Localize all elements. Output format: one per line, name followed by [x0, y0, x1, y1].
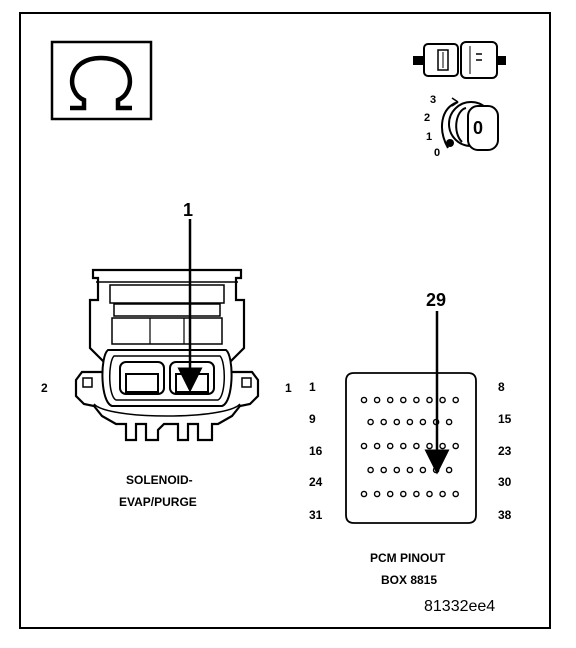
- pcm-pin: [367, 466, 374, 474]
- pcm-pin: [386, 396, 394, 404]
- pcm-pin: [393, 418, 401, 426]
- pcm-pin: [413, 396, 420, 404]
- pcm-pin: [393, 466, 401, 474]
- pcm-pin: [439, 442, 446, 450]
- pcm-row-end-label: 38: [498, 508, 512, 522]
- pcm-pin: [399, 442, 407, 450]
- solenoid-pin-1-label: 1: [285, 381, 292, 395]
- pcm-pin: [419, 466, 427, 474]
- solenoid-title-line1: SOLENOID-: [126, 473, 193, 487]
- pcm-row-start-label: 9: [309, 412, 316, 426]
- ignition-position-2: 2: [424, 112, 431, 124]
- ignition-position-3: 3: [430, 94, 437, 106]
- pcm-row-start-label: 16: [309, 444, 323, 458]
- solenoid-title-line2: EVAP/PURGE: [119, 495, 197, 509]
- pcm-pin: [373, 442, 381, 450]
- pcm-pin: [426, 396, 433, 404]
- pcm-pin: [360, 396, 368, 404]
- pcm-pin: [432, 466, 440, 474]
- pcm-pin: [439, 490, 446, 498]
- pcm-pin: [426, 442, 433, 450]
- pcm-pin: [452, 442, 460, 450]
- pcm-pin: [380, 418, 388, 426]
- solenoid-pin-2-label: 2: [41, 381, 48, 395]
- pcm-row-end-label: 8: [498, 380, 505, 394]
- pcm-pin: [452, 490, 460, 498]
- pcm-pin: [445, 466, 453, 474]
- disconnected-connector-icon: [413, 41, 506, 79]
- pcm-pin: [452, 396, 460, 404]
- pcm-pin: [386, 442, 394, 450]
- pcm-row-start-label: 1: [309, 380, 316, 394]
- pcm-row-end-label: 15: [498, 412, 512, 426]
- pcm-pin: [367, 418, 374, 426]
- pcm-pin: [419, 418, 427, 426]
- figure-id: 81332ee4: [424, 598, 496, 615]
- solenoid-connector-drawing: [74, 268, 260, 442]
- pcm-pin: [360, 490, 368, 498]
- pcm-pinout-box: [345, 372, 477, 524]
- ignition-position-0: 0: [434, 147, 441, 159]
- pcm-pin: [406, 466, 414, 474]
- pcm-pin: [373, 396, 381, 404]
- pcm-title-line1: PCM PINOUT: [370, 551, 446, 565]
- diagram-frame: [19, 12, 551, 629]
- pcm-callout-number: 29: [426, 290, 447, 310]
- pcm-row-end-label: 30: [498, 475, 512, 489]
- pcm-pin: [413, 442, 420, 450]
- pcm-row-start-label: 24: [309, 475, 323, 489]
- solenoid-callout-number: 1: [183, 200, 194, 220]
- pcm-title-line2: BOX 8815: [381, 573, 438, 587]
- pcm-row-end-label: 23: [498, 444, 512, 458]
- pcm-pin: [406, 418, 414, 426]
- pcm-pin: [360, 442, 368, 450]
- pcm-pin: [413, 490, 420, 498]
- pcm-pin: [445, 418, 453, 426]
- pcm-pin: [373, 490, 381, 498]
- ignition-position-1: 1: [426, 131, 433, 143]
- pcm-pin: [386, 490, 394, 498]
- ignition-key-icon: [441, 97, 499, 151]
- pcm-pin: [380, 466, 388, 474]
- pcm-pin: [399, 490, 407, 498]
- ignition-key-label: 0: [473, 118, 484, 138]
- pcm-row-start-label: 31: [309, 508, 323, 522]
- ohm-symbol-icon: [50, 40, 153, 121]
- pcm-pin: [439, 396, 446, 404]
- pcm-pin: [426, 490, 433, 498]
- pcm-pin: [399, 396, 407, 404]
